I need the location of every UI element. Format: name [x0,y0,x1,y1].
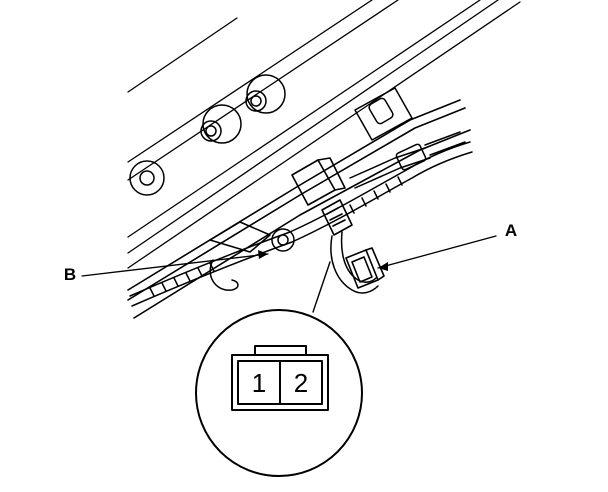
connector-detail-view: 1 2 [195,309,363,477]
callout-a-label: A [505,221,517,240]
callout-a: A [377,221,517,271]
mounting-hole-center [200,104,242,144]
connector-face [231,345,329,411]
wire-harness [129,141,473,307]
harness-connector-body [291,157,353,236]
mounting-bracket-right [354,87,413,141]
detail-leader [312,261,331,313]
callout-b: B [64,250,269,284]
pin-2-label: 2 [294,368,308,398]
pigtail-wire [330,231,379,294]
callout-b-label: B [64,265,76,284]
panel-outline [127,0,521,269]
harness-clip [209,221,295,291]
cable-right [349,131,466,189]
pin-1-label: 1 [252,368,266,398]
connector-a [345,247,385,289]
mounting-hole-left [129,160,165,196]
mounting-hole-upper [245,74,286,114]
